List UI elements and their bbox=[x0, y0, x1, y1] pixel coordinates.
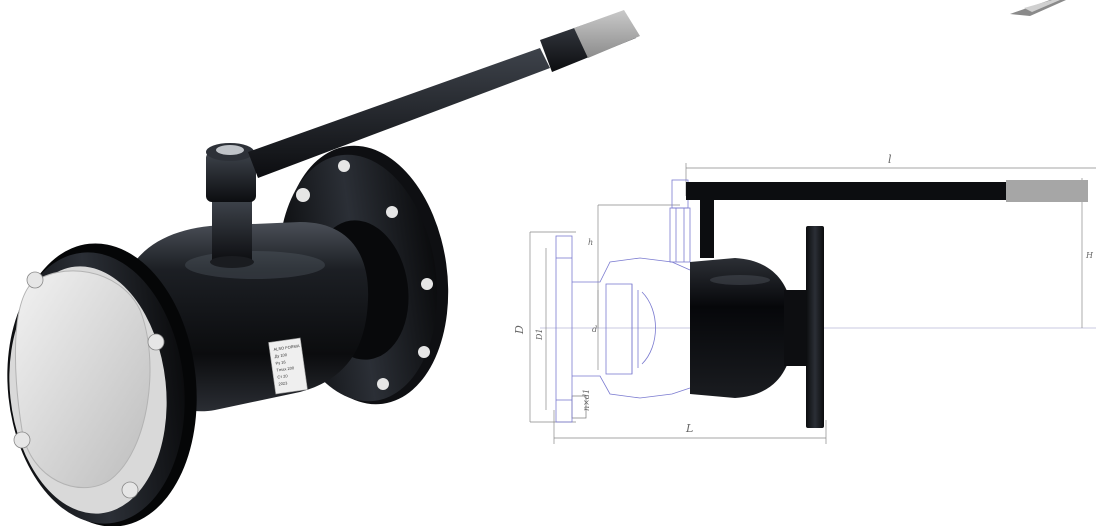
handle-grip bbox=[574, 10, 640, 58]
nameplate-line: ALSO FORMA bbox=[273, 343, 300, 352]
handle-lever bbox=[248, 10, 640, 178]
dimension-d: d bbox=[592, 290, 599, 370]
bolt-callout: n×d1 bbox=[571, 389, 591, 419]
bolt-hole bbox=[296, 188, 310, 202]
bolt-hole bbox=[377, 378, 389, 390]
dimension-H: H bbox=[1081, 178, 1094, 328]
nameplate-line: Ст 20 bbox=[277, 373, 289, 379]
nameplate: ALSO FORMA Ду 100 Ру 16 Tmax 200 Ст 20 2… bbox=[268, 337, 308, 395]
dim-label-h: h bbox=[588, 238, 593, 247]
bolt-hole bbox=[147, 333, 165, 351]
dim-label-l: l bbox=[888, 153, 892, 166]
dim-label-d: d bbox=[592, 325, 597, 334]
nameplate-line: 2023 bbox=[278, 380, 288, 386]
bolt-hole bbox=[338, 160, 350, 172]
bolt-hole bbox=[421, 278, 433, 290]
nameplate-line: Tmax 200 bbox=[276, 365, 295, 373]
dimension-L: L bbox=[553, 410, 827, 444]
valve-stem bbox=[206, 143, 256, 268]
section-outline bbox=[555, 179, 691, 423]
dim-label-D: D bbox=[513, 325, 526, 335]
front-flange bbox=[7, 243, 197, 526]
drawing-handle bbox=[686, 180, 1088, 258]
bolt-hole bbox=[13, 431, 31, 449]
bolt-hole bbox=[121, 481, 139, 499]
dim-label-L: L bbox=[685, 422, 693, 435]
dimension-h: h bbox=[588, 204, 680, 328]
valve-render: ALSO FORMA Ду 100 Ру 16 Tmax 200 Ст 20 2… bbox=[7, 10, 640, 526]
nameplate-line: Ду 100 bbox=[274, 352, 288, 359]
nameplate-line: Ру 16 bbox=[275, 359, 287, 365]
dim-label-H: H bbox=[1085, 251, 1094, 260]
technical-drawing: l H h D D1 d bbox=[513, 0, 1096, 444]
dim-label-n-holes: n×d1 bbox=[582, 389, 591, 411]
dimension-D: D D1 bbox=[513, 231, 576, 423]
bolt-hole bbox=[386, 206, 398, 218]
dim-label-D1: D1 bbox=[535, 328, 544, 341]
protective-cap bbox=[14, 270, 151, 489]
bolt-hole bbox=[418, 346, 430, 358]
bolt-hole bbox=[26, 271, 44, 289]
drawing-body bbox=[690, 226, 824, 428]
